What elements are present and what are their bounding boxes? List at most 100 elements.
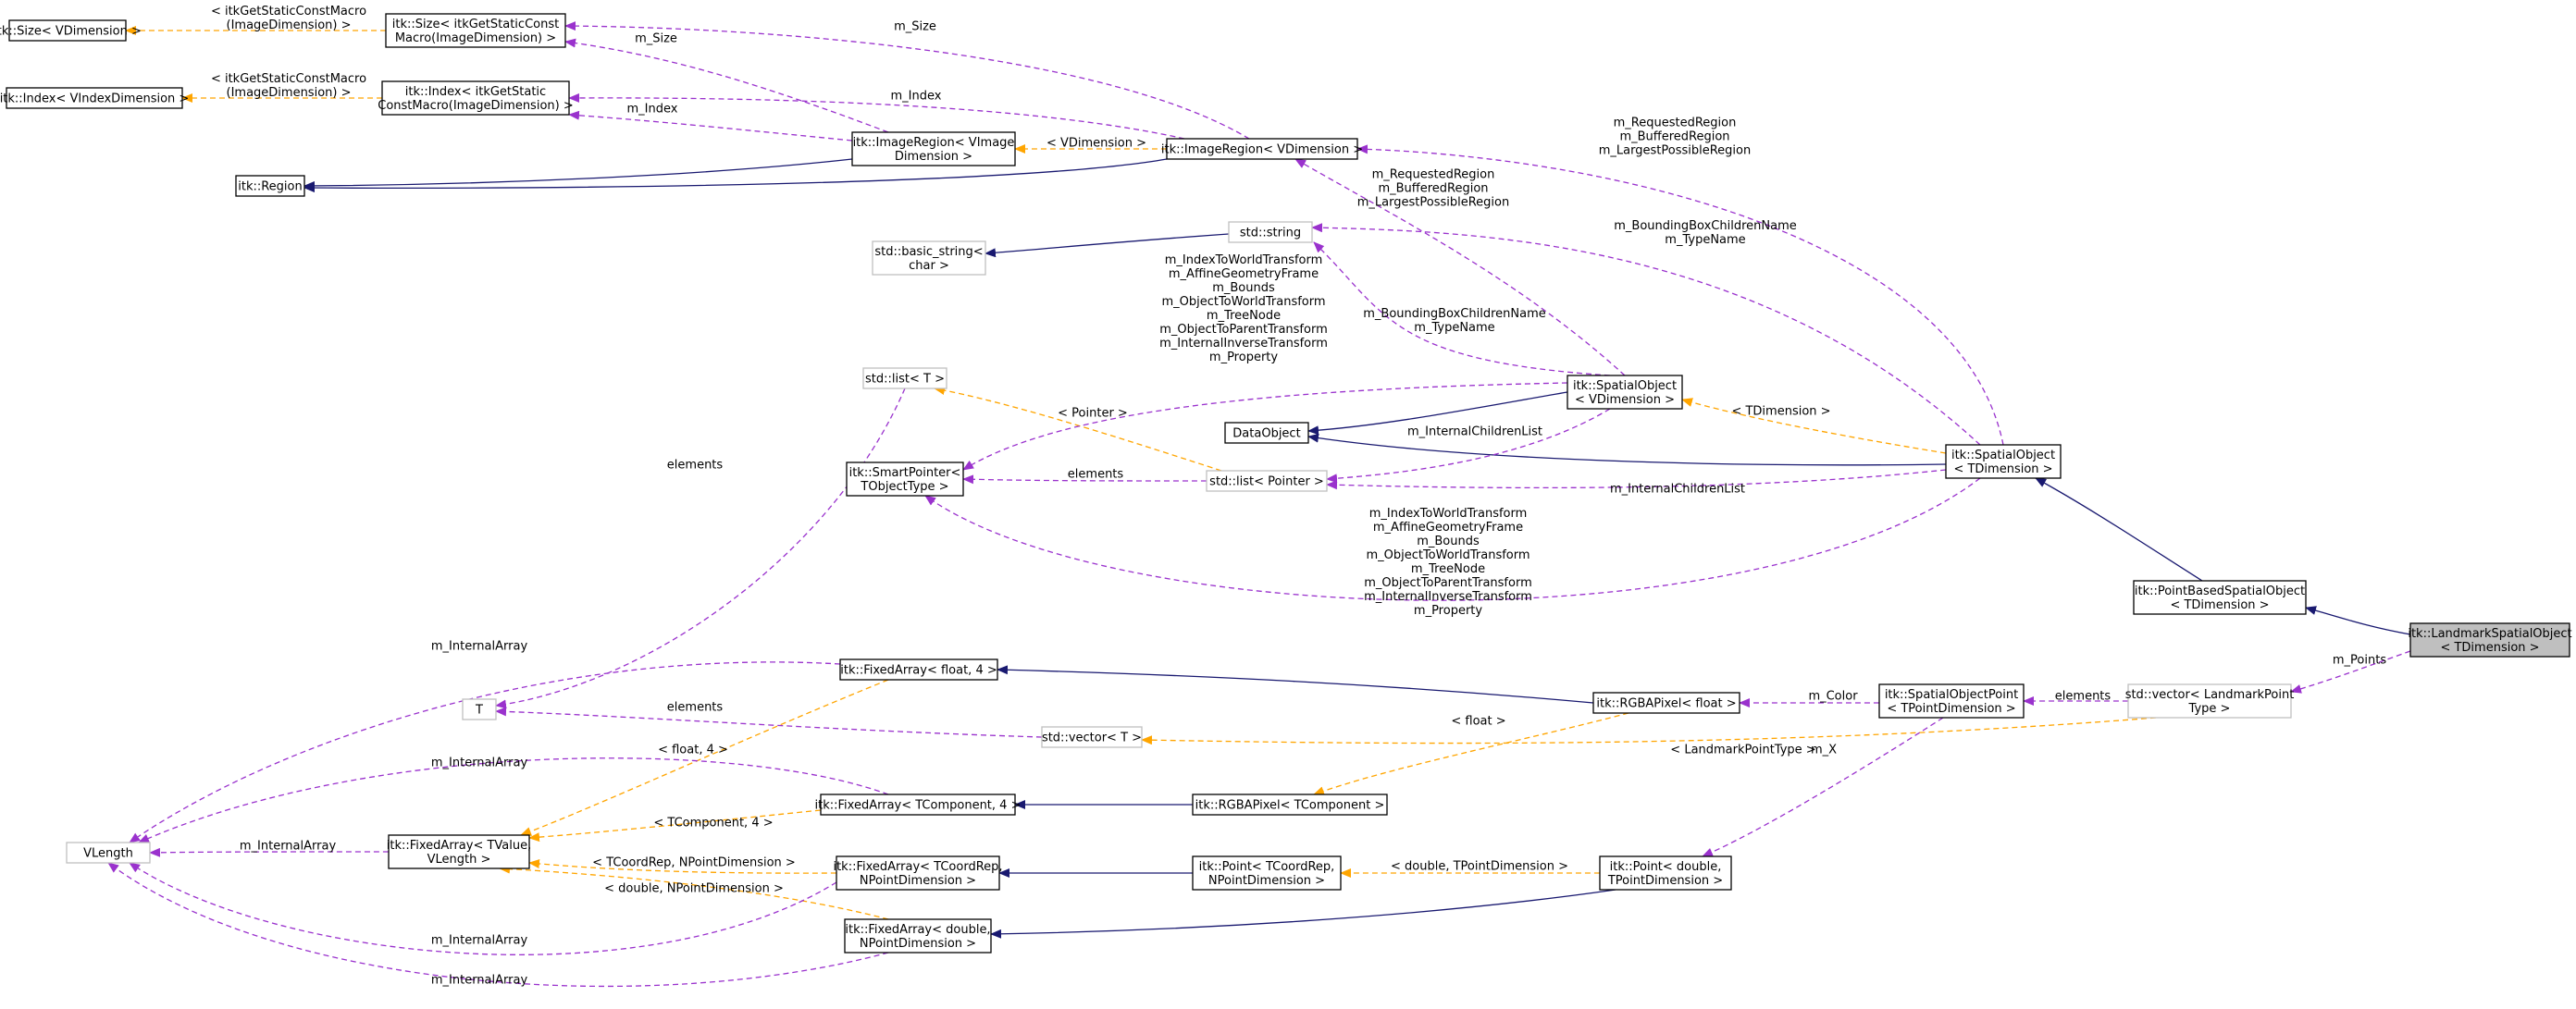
edge-label-line: m_Property [1209,351,1278,364]
usage-edge-imgregion-vdim-to-size-macro [564,21,1250,140]
class-name-line: < VDimension > [1575,393,1675,407]
edge-label-mpoints: m_Points [2333,654,2386,668]
usage-edge-spatial-point-to-point-double [1702,717,1944,857]
class-box [6,87,183,109]
edge-label-line: < TDimension > [1731,405,1830,419]
class-node-std-list-t[interactable]: std::list< T > [862,367,947,389]
edge-label-regions-right: m_RequestedRegionm_BufferedRegionm_Large… [1599,117,1751,158]
class-name-line: itk::ImageRegion< VDimension > [1161,143,1363,157]
edge-label-line: m_Index [627,103,678,117]
class-node-rgba-tcomp[interactable]: itk::RGBAPixel< TComponent > [1192,794,1388,816]
class-node-region[interactable]: itk::Region [235,175,305,197]
edge-label-line: m_TreeNode [1411,562,1485,576]
class-name-line: itk::SpatialObjectPoint [1885,688,2018,702]
edge-label-transforms-bottom: m_IndexToWorldTransformm_AffineGeometryF… [1364,507,1532,618]
edge-label-line: m_Property [1414,604,1482,618]
edge-label-line: < itkGetStaticConstMacro [211,5,366,18]
edge-label-line: < Pointer > [1058,407,1128,421]
class-node-std-vector-lm[interactable]: std::vector< LandmarkPointType > [2125,683,2295,719]
class-node-fixed-tvalue[interactable]: itk::FixedArray< TValue,VLength > [387,834,532,869]
class-node-std-vector-t[interactable]: std::vector< T > [1041,726,1143,748]
edge-label-line: m_InternalArray [431,640,528,654]
edge-label-line: m_ObjectToParentTransform [1159,323,1327,337]
edge-label-line: m_BufferedRegion [1619,130,1729,144]
edge-label-line: m_Bounds [1212,281,1275,295]
edge-label-line: < itkGetStaticConstMacro [211,72,366,86]
class-node-pointbased[interactable]: itk::PointBasedSpatialObject< TDimension… [2133,580,2307,615]
class-node-rgba-float[interactable]: itk::RGBAPixel< float > [1592,692,1740,714]
edge-label-line: m_ObjectToWorldTransform [1161,295,1325,309]
usage-edge-fixed-float4-to-vlength [129,661,841,843]
edge-label-children-right: m_InternalChildrenList [1610,483,1745,497]
edge-label-line: m_InternalChildrenList [1407,425,1542,439]
template-edge-fixed-tcoord-to-fixed-tvalue [528,859,837,874]
usage-edge-spatial-tdim-to-smartpointer [924,477,1981,601]
class-box [844,918,992,954]
edge-label-elements-t: elements [667,701,724,715]
class-node-imgregion-vdim[interactable]: itk::ImageRegion< VDimension > [1161,138,1363,160]
class-node-smartpointer[interactable]: itk::SmartPointer<TObjectType > [846,461,964,497]
edge-label-tdimension: < TDimension > [1731,405,1830,419]
class-box [388,834,530,869]
edge-label-line: m_ObjectToParentTransform [1364,576,1531,590]
edge-label-line: m_BoundingBoxChildrenName [1614,219,1796,233]
class-box [1945,444,2062,479]
class-box [851,131,1016,166]
edge-label-line: m_InternalArray [431,934,528,948]
edge-label-line: m_AffineGeometryFrame [1373,521,1523,535]
class-node-fixed-float4[interactable]: itk::FixedArray< float, 4 > [839,658,998,681]
class-node-std-string[interactable]: std::string [1228,221,1313,243]
class-node-spatial-point[interactable]: itk::SpatialObjectPoint< TPointDimension… [1878,683,2025,719]
class-box [862,367,947,389]
edge-label-double-tpd: < double, TPointDimension > [1391,860,1568,874]
edge-label-line: m_TypeName [1414,321,1494,335]
class-node-fixed-tcomp4[interactable]: itk::FixedArray< TComponent, 4 > [815,794,1022,816]
edge-label-line: < float > [1451,715,1505,729]
class-box [1228,221,1313,243]
class-node-dataobject[interactable]: DataObject [1224,422,1309,444]
class-name-line: DataObject [1232,427,1300,441]
edge-label-mindex-mid: m_Index [627,103,678,117]
edge-label-line: < TCoordRep, NPointDimension > [592,856,796,870]
class-node-point-double[interactable]: itk::Point< double,TPointDimension > [1599,855,1732,891]
template-edge-std-vector-lm-to-std-vector-t [1141,717,2157,745]
class-node-vlength[interactable]: VLength [66,842,151,864]
edge-labels-layer: < itkGetStaticConstMacro(ImageDimension)… [211,5,2386,988]
usage-edge-fixed-tvalue-to-vlength [149,847,390,857]
class-node-landmark[interactable]: itk::LandmarkSpatialObject< TDimension > [2408,622,2572,658]
class-node-T[interactable]: T [462,698,497,720]
class-name-line: itk::RGBAPixel< float > [1596,697,1736,711]
class-name-line: < TPointDimension > [1887,702,2015,716]
class-name-line: VLength [83,847,133,861]
class-node-basic-string[interactable]: std::basic_string<char > [872,240,986,276]
edge-label-tcomp4: < TComponent, 4 > [653,817,773,831]
class-node-index-vindex[interactable]: itk::Index< VIndexDimension > [0,87,189,109]
class-node-point-tcoord[interactable]: itk::Point< TCoordRep,NPointDimension > [1192,855,1342,891]
class-node-std-list-ptr[interactable]: std::list< Pointer > [1206,470,1328,492]
edge-label-index-macro: < itkGetStaticConstMacro(ImageDimension)… [211,72,366,100]
class-name-line: itk::FixedArray< double, [845,923,990,937]
usage-edge-std-list-t-to-T [495,388,906,709]
class-name-line: itk::SpatialObject [1573,379,1677,393]
usage-edge-spatial-vdim-to-smartpointer [962,382,1568,471]
usage-edge-spatial-tdim-to-std-list-ptr [1326,469,1947,490]
edge-label-children-mid: m_InternalChildrenList [1407,425,1542,439]
class-node-spatial-vdim[interactable]: itk::SpatialObject< VDimension > [1567,375,1683,410]
class-name-line: std::vector< T > [1042,732,1142,745]
class-node-spatial-tdim[interactable]: itk::SpatialObject< TDimension > [1945,444,2062,479]
class-node-fixed-tcoord[interactable]: itk::FixedArray< TCoordRep,NPointDimensi… [833,855,1003,891]
class-name-line: itk::Point< double, [1610,860,1722,874]
class-node-index-macro[interactable]: itk::Index< itkGetStaticConstMacro(Image… [378,80,574,116]
class-node-size-vdim[interactable]: itk::Size< VDimension > [0,19,142,42]
class-name-line: Macro(ImageDimension) > [395,31,556,45]
class-box [846,461,964,497]
class-name-line: itk::Region [238,180,303,194]
edge-label-msize-mid: m_Size [635,32,677,46]
class-name-line: Type > [2188,702,2231,716]
class-node-size-macro[interactable]: itk::Size< itkGetStaticConstMacro(ImageD… [385,13,566,48]
class-node-fixed-double[interactable]: itk::FixedArray< double,NPointDimension … [844,918,992,954]
class-name-line: VLength > [427,853,491,867]
